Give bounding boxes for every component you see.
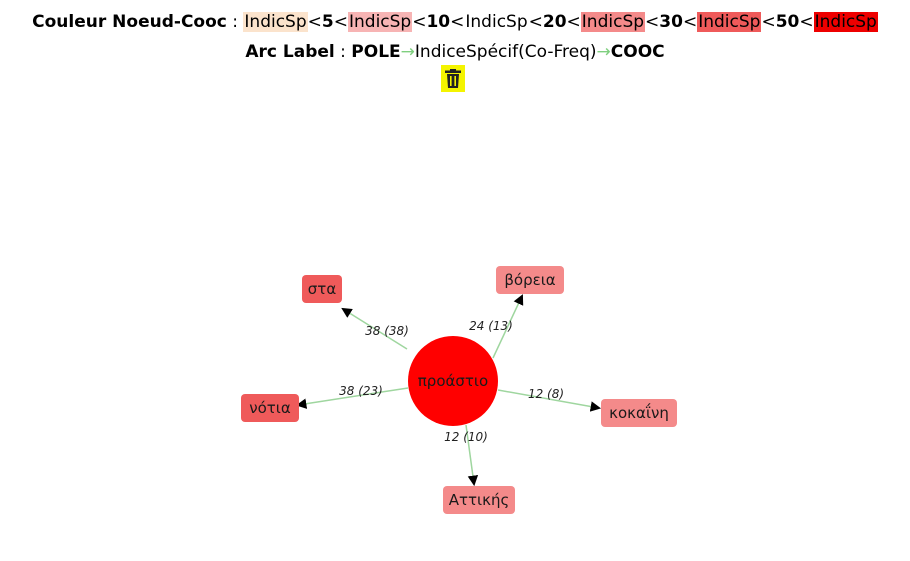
legend-lt: < <box>682 12 698 32</box>
legend-threshold-10: 10 <box>426 12 451 32</box>
node-2[interactable] <box>496 266 564 294</box>
legend-lt: < <box>645 12 660 32</box>
center-node-label: προάστιο <box>418 372 488 390</box>
center-node[interactable] <box>408 336 498 426</box>
node-label-4: κοκαΐνη <box>609 402 669 422</box>
legend-lt: < <box>412 12 427 32</box>
legend-lt: < <box>799 12 814 32</box>
edge-4 <box>497 389 602 412</box>
arc-label-arrow-1: → <box>400 42 415 62</box>
node-label-5: Αττικής <box>449 491 510 509</box>
node-label-2: βόρεια <box>504 271 555 289</box>
node-label-3: νότια <box>249 399 291 417</box>
legend-swatch-6: IndicSp <box>813 12 878 32</box>
legend-lt: < <box>761 12 776 32</box>
legend-threshold-30: 30 <box>659 12 683 32</box>
legend-lt: < <box>450 12 465 32</box>
legend-separator: : <box>232 12 238 32</box>
arc-label-cooc: COOC <box>610 42 665 62</box>
legend-threshold-5: 5 <box>321 12 334 32</box>
arc-label-pole: POLE <box>351 42 401 62</box>
legend-threshold-20: 20 <box>542 12 567 32</box>
legend-lt: < <box>333 12 348 32</box>
legend-swatch-2: IndicSp <box>347 12 413 32</box>
legend-lt: < <box>528 12 543 32</box>
legend-threshold-50: 50 <box>775 12 800 32</box>
arc-label-separator: : <box>340 42 346 62</box>
arc-label-legend: Arc Label : POLE→IndiceSpécif(Co-Freq)→C… <box>0 41 910 63</box>
arc-label-arrow-2: → <box>596 42 611 62</box>
edge-3 <box>295 387 409 409</box>
legend-lt: < <box>307 12 322 32</box>
node-4[interactable] <box>601 399 677 427</box>
node-1[interactable] <box>302 275 342 303</box>
edge-label-2: 24 (13) <box>469 319 513 333</box>
edge-label-5: 12 (10) <box>444 430 488 444</box>
legend-swatch-5: IndicSp <box>697 12 762 32</box>
edge-1 <box>341 307 408 350</box>
legend-title: Couleur Noeud-Cooc <box>32 12 227 32</box>
node-5[interactable] <box>443 486 515 514</box>
node-color-legend: Couleur Noeud-Cooc : IndicSp<5<IndicSp<1… <box>0 11 910 33</box>
node-3[interactable] <box>241 394 299 422</box>
legend-swatch-4: IndicSp <box>580 12 646 32</box>
edge-label-1: 38 (38) <box>365 324 409 338</box>
delete-button[interactable] <box>441 65 465 92</box>
edge-label-3: 38 (23) <box>339 384 383 398</box>
edge-2 <box>492 294 524 359</box>
edge-label-4: 12 (8) <box>528 387 564 401</box>
legend-swatch-3: IndicSp <box>464 12 529 32</box>
arc-label-middle: IndiceSpécif(Co-Freq) <box>414 42 597 62</box>
trash-icon <box>445 69 461 88</box>
legend-swatch-1: IndicSp <box>243 12 308 32</box>
node-label-1: στα <box>308 280 337 298</box>
arc-label-title: Arc Label <box>245 42 335 62</box>
edge-5 <box>465 424 479 487</box>
legend-lt: < <box>566 12 581 32</box>
